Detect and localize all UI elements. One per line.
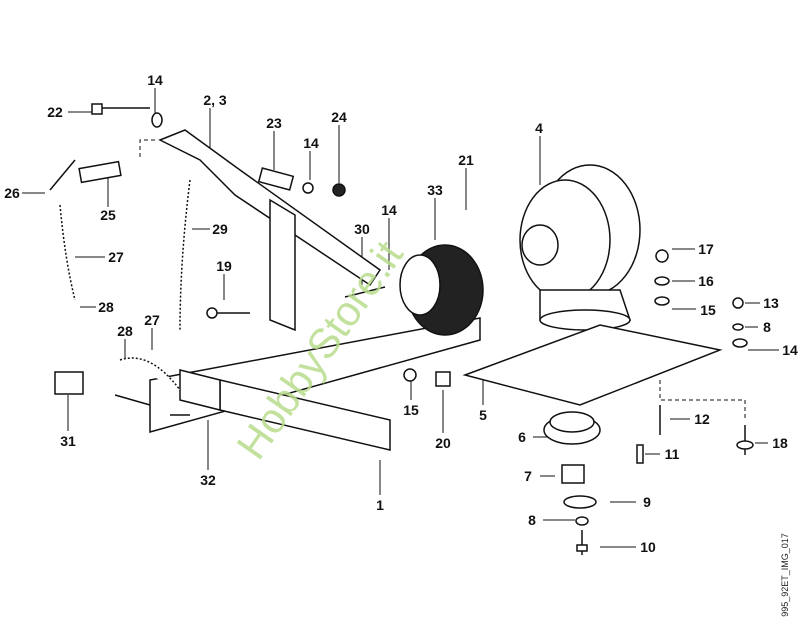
callout-label: 8 [527, 512, 537, 528]
callout-label: 14 [302, 135, 320, 151]
callout-label: 25 [99, 207, 117, 223]
callout-label: 19 [215, 258, 233, 274]
callout-label: 27 [143, 312, 161, 328]
callout-label: 16 [697, 273, 715, 289]
pulley [399, 244, 484, 336]
callout-label: 17 [697, 241, 715, 257]
arm [158, 129, 382, 332]
callout-label: 21 [457, 152, 475, 168]
leader-lines [22, 88, 779, 548]
callout-label: 1 [375, 497, 385, 513]
callout-label: 30 [353, 221, 371, 237]
image-code: 995_92ET_IMG_017 [780, 533, 790, 617]
callout-label: 15 [699, 302, 717, 318]
callout-label: 10 [639, 539, 657, 555]
gearbox [519, 164, 641, 331]
callout-label: 33 [426, 182, 444, 198]
callout-label: 14 [781, 342, 799, 358]
callout-label: 23 [265, 115, 283, 131]
callout-label: 26 [3, 185, 21, 201]
callout-label: 27 [107, 249, 125, 265]
callout-label: 29 [211, 221, 229, 237]
callout-label: 11 [663, 446, 681, 462]
callout-label: 12 [693, 411, 711, 427]
callout-label: 28 [116, 323, 134, 339]
callout-label: 18 [771, 435, 789, 451]
frame-bar [149, 317, 481, 451]
callout-label: 28 [97, 299, 115, 315]
callout-label: 14 [380, 202, 398, 218]
base-plate [462, 324, 723, 406]
callout-label: 31 [59, 433, 77, 449]
callout-label: 6 [517, 429, 527, 445]
callout-label: 8 [762, 319, 772, 335]
callout-label: 20 [434, 435, 452, 451]
callout-label: 9 [642, 494, 652, 510]
callout-label: 2, 3 [202, 92, 228, 108]
small-parts [49, 103, 754, 555]
callout-label: 15 [402, 402, 420, 418]
callout-label: 32 [199, 472, 217, 488]
callout-label: 24 [330, 109, 348, 125]
callout-label: 5 [478, 407, 488, 423]
callout-label: 7 [523, 468, 533, 484]
callout-label: 13 [762, 295, 780, 311]
callout-label: 4 [534, 120, 544, 136]
callout-label: 22 [46, 104, 64, 120]
callout-label: 14 [146, 72, 164, 88]
